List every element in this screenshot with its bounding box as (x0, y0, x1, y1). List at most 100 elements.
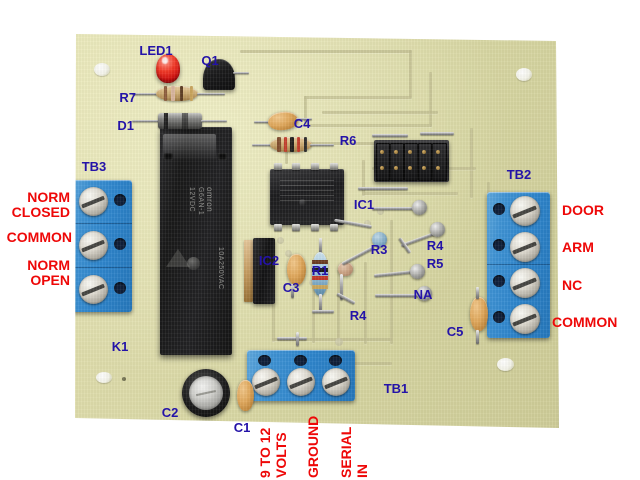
tb1-screw-power[interactable] (252, 368, 280, 396)
r6-band (290, 137, 294, 152)
jumper-wire (358, 187, 408, 190)
relay-rating-text: 10A250VAC (217, 247, 224, 290)
trace (429, 72, 432, 127)
tb2-screw-common[interactable] (510, 304, 540, 334)
r1-lead (319, 294, 322, 312)
c2-top (189, 376, 223, 410)
tb2-wire-hole[interactable] (493, 239, 505, 251)
tb2-screw-arm[interactable] (510, 232, 540, 262)
mounting-hole (497, 358, 514, 371)
header-cell[interactable] (404, 143, 418, 181)
label-tb1-serial-line1: SERIAL (338, 426, 354, 478)
solder-pad (377, 208, 384, 215)
c3-lead (291, 284, 294, 298)
led1-component (156, 54, 180, 83)
terminal-block-tb2[interactable] (487, 192, 550, 338)
header-pin (380, 150, 384, 154)
label-r7: R7 (119, 90, 136, 105)
label-tb2-nc: NC (562, 277, 583, 293)
tb1-screw-serial[interactable] (322, 368, 350, 396)
trace (272, 338, 392, 341)
header-jumper-wire (420, 132, 454, 135)
header-cell[interactable] (418, 143, 432, 181)
trace (240, 50, 412, 53)
tb2-wire-hole[interactable] (493, 203, 505, 215)
r7-band (180, 86, 183, 101)
r6-band (297, 137, 300, 152)
label-d1: D1 (117, 118, 134, 133)
terminal-block-tb1[interactable] (247, 350, 355, 401)
tb1-wire-hole[interactable] (294, 355, 307, 366)
label-c2: C2 (161, 405, 179, 420)
tb3-wire-hole[interactable] (114, 282, 126, 294)
trace (362, 160, 365, 196)
label-tb2-door: DOOR (562, 202, 604, 218)
header-pin (436, 150, 440, 154)
terminal-block-tb3[interactable] (75, 180, 132, 312)
mounting-hole (516, 68, 532, 81)
tb1-wire-hole[interactable] (329, 355, 342, 366)
tb2-screw-door[interactable] (510, 196, 540, 226)
r6-band (304, 137, 307, 152)
tb3-screw-common[interactable] (79, 231, 108, 260)
d1-marking (182, 113, 188, 129)
header-pin (422, 166, 426, 170)
r6-lead (310, 144, 334, 146)
header-cell[interactable] (432, 143, 447, 181)
na-jumper-end (417, 286, 432, 301)
tb2-wire-hole[interactable] (493, 275, 505, 287)
label-tb3: TB3 (81, 159, 107, 174)
tb3-screw-norm-closed[interactable] (79, 187, 108, 216)
r1-band (312, 268, 328, 272)
label-tb2-common: COMMON (552, 314, 618, 330)
header-pin (380, 166, 384, 170)
c5-lead (476, 330, 479, 344)
r7-lead (197, 93, 225, 95)
relay-notch (218, 153, 227, 160)
label-tb2-arm: ARM (562, 239, 594, 255)
tb3-divider (75, 223, 132, 224)
header-jumper-wire (372, 134, 408, 137)
trace (390, 220, 393, 344)
trace (364, 262, 367, 344)
tb3-screw-norm-open[interactable] (79, 275, 108, 304)
r1-bend-wire (312, 310, 334, 313)
label-na: NA (413, 287, 433, 302)
label-tb1-ground: GROUND (305, 415, 321, 478)
label-r4-lower: R4 (349, 308, 367, 323)
c2-capacitor (182, 369, 230, 417)
header-cell[interactable] (376, 143, 390, 181)
ic1-pin (274, 224, 282, 231)
circuit-board: omron G6AN-1 12VDC 10A250VAC (75, 34, 559, 428)
q1-transistor (203, 59, 235, 90)
pin-header-block[interactable] (374, 140, 449, 182)
q1-lead (233, 72, 249, 74)
label-tb3-common: COMMON (6, 229, 72, 245)
tb2-screw-nc[interactable] (510, 268, 540, 298)
solder-pad (364, 220, 371, 227)
r4-lower-component (338, 262, 353, 276)
tb1-wire-hole[interactable] (258, 355, 271, 366)
tb3-wire-hole[interactable] (114, 194, 126, 206)
label-tb2: TB2 (506, 167, 532, 182)
tb1-screw-ground[interactable] (287, 368, 315, 396)
tb2-wire-hole[interactable] (493, 311, 505, 323)
relay-rivet (187, 257, 200, 270)
trace (304, 96, 412, 99)
label-r1: R1 (311, 263, 329, 278)
ic1-dimple (299, 199, 306, 206)
label-led1: LED1 (139, 43, 173, 58)
mounting-hole (94, 63, 110, 76)
ic2-heat-tab (244, 240, 253, 302)
header-cell[interactable] (390, 143, 404, 181)
trace (470, 128, 473, 198)
label-ic2: IC2 (258, 253, 280, 268)
header-pin (394, 166, 398, 170)
header-pin (408, 166, 412, 170)
trace (285, 142, 288, 164)
trace (304, 96, 307, 126)
tb3-wire-hole[interactable] (114, 238, 126, 250)
d1-lead (132, 120, 160, 122)
r6-component (270, 137, 312, 152)
